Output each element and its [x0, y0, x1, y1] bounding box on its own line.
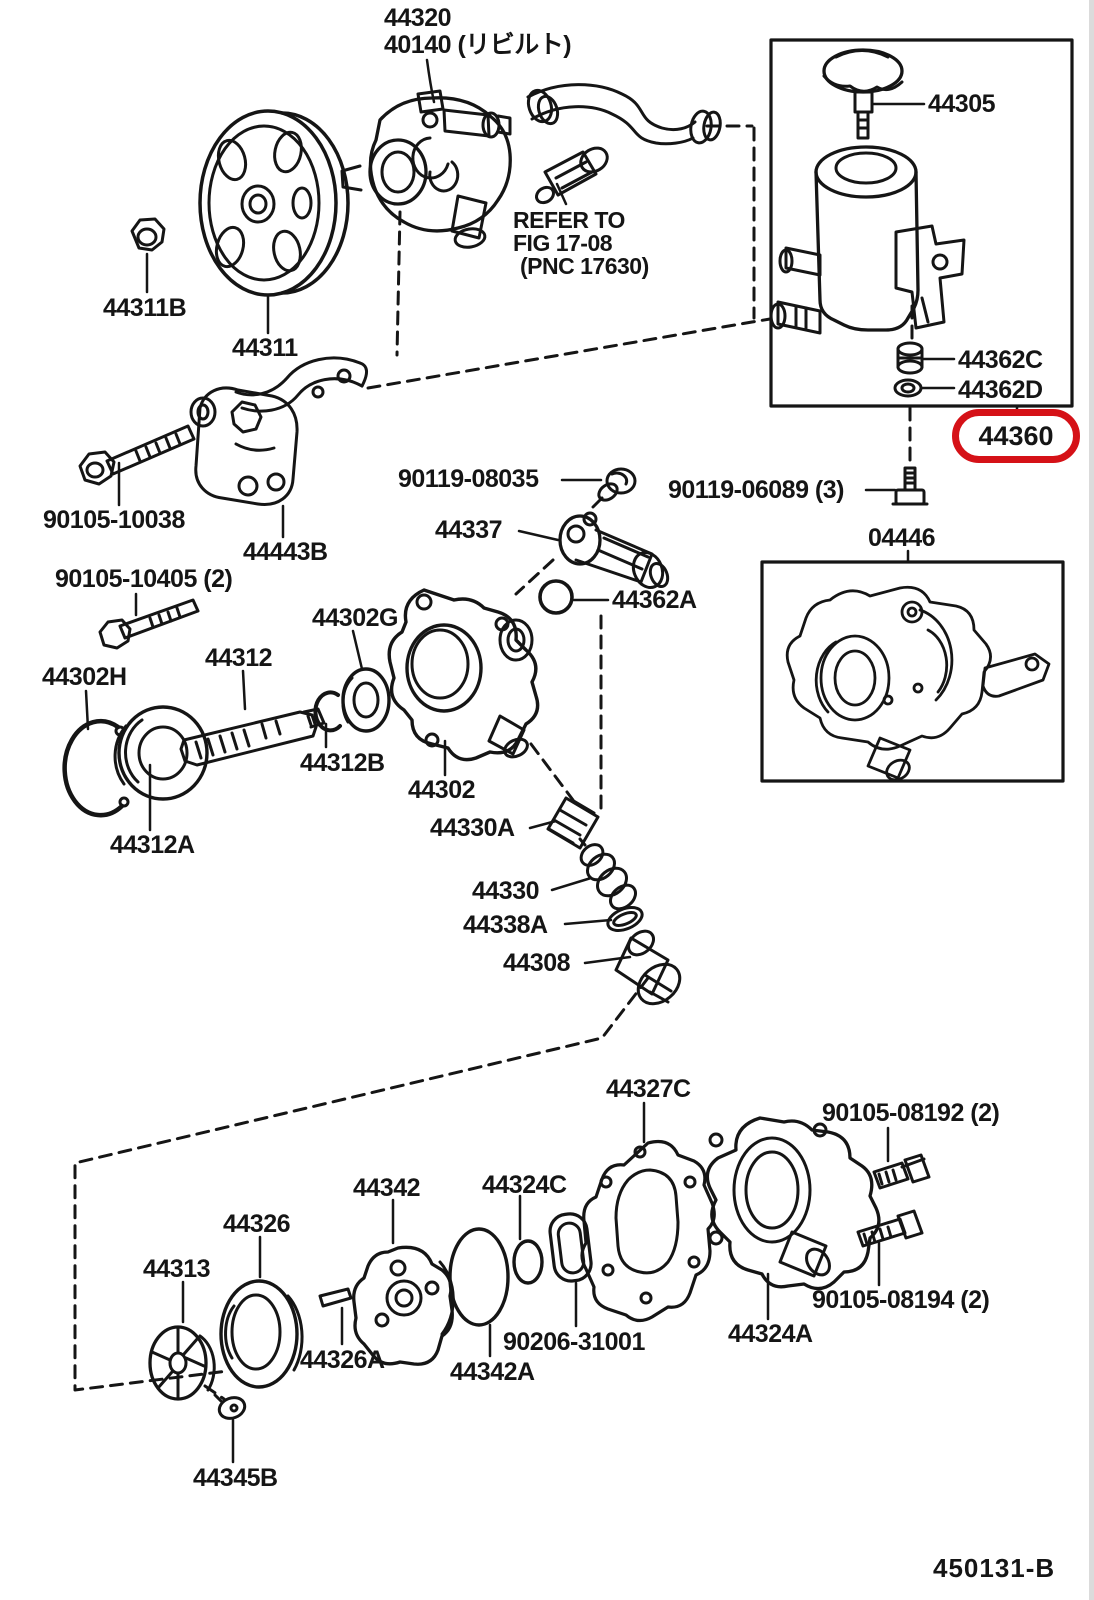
scan-edge-artifact [1089, 0, 1094, 1600]
snap-ring-44312B-drawing [313, 690, 342, 733]
part-label-44330: 44330 [472, 877, 540, 905]
grommet-44362C-drawing [896, 341, 924, 375]
part-label-44342A: 44342A [450, 1358, 535, 1386]
part-label-44324A: 44324A [728, 1320, 813, 1348]
refer-note-line2: FIG 17-08 [513, 230, 613, 256]
o-ring-44338A-drawing [606, 906, 644, 932]
gasket-44327C-drawing [580, 1139, 716, 1323]
reservoir-box-frame [769, 38, 1074, 408]
leader-lines [84, 58, 1019, 1464]
part-label-44345B: 44345B [193, 1464, 278, 1492]
vane-44345B-drawing [213, 1393, 247, 1420]
bolt-90105-08194-drawing [856, 1209, 924, 1248]
part-label-90105-10405: 90105-10405 (2) [55, 565, 233, 593]
part-label-90105-10038: 90105-10038 [43, 506, 185, 534]
bolt-90119-08035-drawing [591, 467, 637, 509]
refer-note-line3: (PNC 17630) [520, 253, 649, 279]
front-housing-44302-drawing [387, 588, 540, 762]
part-label-44312A: 44312A [110, 831, 195, 859]
part-label-44443B: 44443B [243, 538, 328, 566]
part-label-44360: 44360 [978, 420, 1054, 451]
bolt-90119-06089-drawing [891, 466, 929, 506]
part-label-90105-08192: 90105-08192 (2) [822, 1099, 1000, 1127]
union-bolt-refer-drawing [535, 146, 609, 205]
cam-ring-44326-drawing [219, 1279, 304, 1389]
part-label-44338A: 44338A [463, 911, 548, 939]
part-label-44311: 44311 [232, 334, 298, 362]
figure-code: 450131-B [933, 1553, 1056, 1583]
highlighted-part-44360: 44360 [952, 409, 1080, 463]
part-label-44326A: 44326A [300, 1346, 385, 1374]
rotor-44313-drawing [148, 1325, 216, 1401]
dashed-reference-lines [73, 124, 914, 1401]
spring-44330A-drawing [546, 796, 600, 850]
part-label-90105-08194: 90105-08194 (2) [812, 1286, 990, 1314]
pulley-drawing [198, 109, 350, 297]
o-ring-44324C-drawing [512, 1239, 544, 1285]
part-label-44362C: 44362C [958, 346, 1043, 374]
part-label-44320: 44320 [384, 4, 452, 32]
part-label-44362D: 44362D [958, 376, 1043, 404]
reservoir-body-drawing [769, 145, 966, 335]
part-label-90119-06089: 90119-06089 (3) [668, 476, 844, 504]
part-label-44324C: 44324C [482, 1171, 567, 1199]
part-label-44313: 44313 [143, 1255, 211, 1283]
bearing-44312A-drawing [113, 705, 209, 801]
part-label-44312: 44312 [205, 644, 273, 672]
gasket-kit-04446-drawing [785, 585, 1051, 782]
fitting-44308-drawing [614, 929, 682, 1006]
part-label-44311B: 44311B [103, 294, 187, 322]
rear-housing-44324A-drawing [705, 1116, 881, 1291]
part-label-44337: 44337 [435, 516, 503, 544]
bolt-90105-10038-drawing [78, 424, 196, 486]
seal-44302G-drawing [341, 667, 391, 733]
part-label-44312B: 44312B [300, 749, 385, 777]
side-plate-44342-drawing [352, 1245, 455, 1366]
part-label-44362A: 44362A [612, 586, 697, 614]
part-label-44305: 44305 [928, 90, 996, 118]
gasket-kit-box-frame [760, 560, 1065, 783]
hose-drawing [526, 83, 722, 146]
part-label-40140: 40140 (リビルト) [384, 31, 572, 59]
part-label-44302: 44302 [408, 776, 476, 804]
washer-44362D-drawing [893, 378, 923, 398]
union-44337-drawing [558, 511, 670, 589]
part-label-44330A: 44330A [430, 814, 515, 842]
refer-note-line1: REFER TO [513, 207, 625, 233]
part-label-90119-08035: 90119-08035 [398, 465, 539, 493]
pin-44326A-drawing [318, 1287, 353, 1308]
o-ring-44342A-drawing [448, 1227, 510, 1327]
reservoir-cap-44305-drawing [822, 48, 904, 140]
part-label-44326: 44326 [223, 1210, 291, 1238]
o-ring-44362A-drawing [538, 579, 574, 615]
valve-44330-drawing [578, 837, 638, 911]
part-label-04446: 04446 [868, 524, 936, 552]
bolt-90105-08192-drawing [872, 1153, 931, 1190]
nut-44311B-drawing [130, 217, 166, 252]
part-label-44327C: 44327C [606, 1075, 691, 1103]
part-label-90206-31001: 90206-31001 [503, 1328, 645, 1356]
pump-assembly-drawing [340, 89, 512, 249]
bolt-90105-10405-drawing [98, 598, 200, 650]
seal-90206-31001-drawing [548, 1212, 593, 1283]
part-label-44302G: 44302G [312, 604, 398, 632]
part-label-44342: 44342 [353, 1174, 421, 1202]
part-label-44308: 44308 [503, 949, 571, 977]
bracket-44443B-drawing [189, 356, 368, 506]
part-label-44302H: 44302H [42, 663, 127, 691]
